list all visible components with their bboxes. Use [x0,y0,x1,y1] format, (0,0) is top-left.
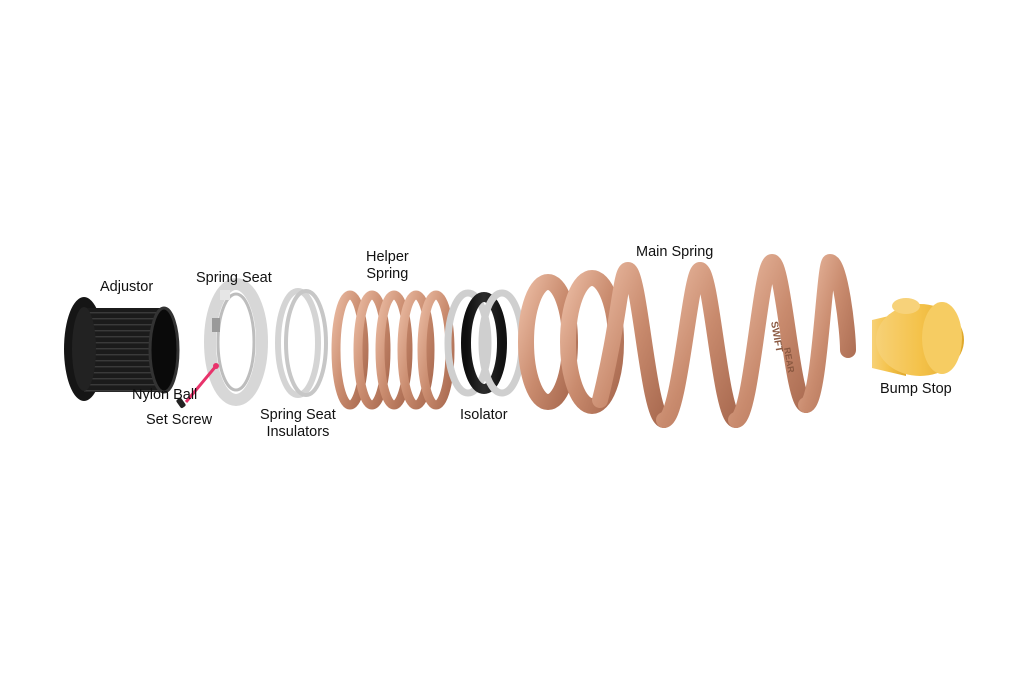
label-isolator: Isolator [460,407,508,423]
helper-spring-part [331,290,455,410]
label-nylon-ball: Nylon Ball [132,387,198,403]
svg-text:SWIFT: SWIFT [768,321,784,354]
label-main-spring: Main Spring [636,244,714,260]
spring-seat-part [204,278,268,406]
isolator-part [444,289,526,397]
set-screw-part [176,397,186,409]
label-set-screw: Set Screw [146,412,213,428]
spring-seat-insulators-part [275,288,328,398]
label-spring-seat: Spring Seat [196,270,272,286]
bump-stop-part [872,298,964,376]
nylon-ball-part [184,363,219,403]
adjustor-part [64,297,180,401]
svg-text:REAR: REAR [782,347,796,374]
label-helper-spring: Helper Spring [366,249,409,282]
label-adjustor: Adjustor [100,279,154,295]
spring-marking: SWIFT REAR [768,321,796,374]
main-spring-part [518,253,856,428]
label-bump-stop: Bump Stop [880,381,952,397]
label-spring-seat-insulators: Spring Seat Insulators [260,407,336,440]
